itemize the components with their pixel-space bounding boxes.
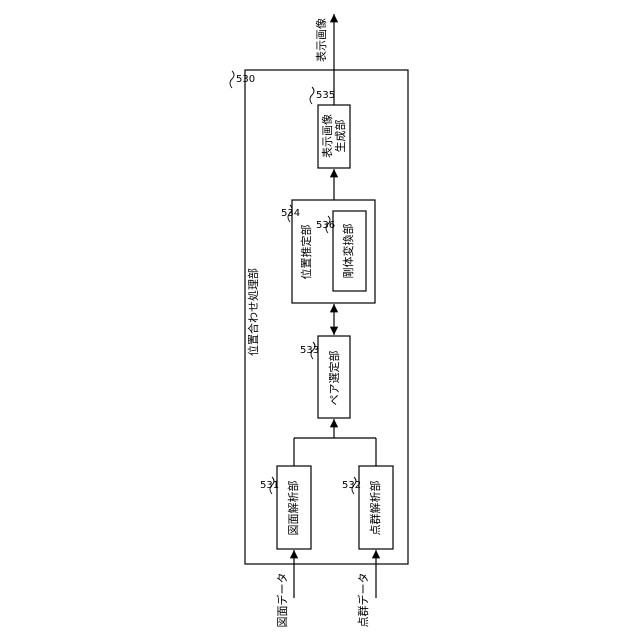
position-estimation-label: 位置推定部 xyxy=(299,225,313,280)
ref-535-label: 535 xyxy=(316,90,335,101)
display-image-generation-label-line2: 生成部 xyxy=(333,120,347,153)
drawing-analysis-label: 図面解析部 xyxy=(286,481,300,536)
pointcloud-analysis-label: 点群解析部 xyxy=(368,481,382,536)
display-image-output-label: 表示画像 xyxy=(314,18,328,62)
ref-530-leader xyxy=(230,71,234,88)
ref-536-label: 536 xyxy=(316,220,335,231)
ref-534-label: 534 xyxy=(281,208,300,219)
ref-530-label: 530 xyxy=(236,74,255,85)
display-image-generation-label-line1: 表示画像 xyxy=(320,114,334,158)
pair-selection-label: ペア選定部 xyxy=(327,351,341,406)
drawing-data-input-label: 図面データ xyxy=(275,573,289,628)
ref-531-label: 531 xyxy=(260,480,279,491)
rigid-body-transform-label: 剛体変換部 xyxy=(341,224,355,279)
ref-533-label: 533 xyxy=(300,345,319,356)
ref-532-label: 532 xyxy=(342,480,361,491)
pointcloud-data-input-label: 点群データ xyxy=(356,573,370,628)
container-label: 位置合わせ処理部 xyxy=(246,268,260,356)
